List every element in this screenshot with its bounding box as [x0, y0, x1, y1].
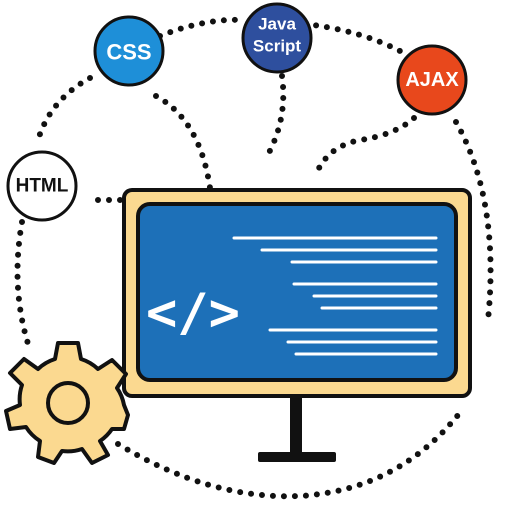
ring-top-left-arc	[35, 75, 93, 143]
ring-left-arc	[14, 219, 33, 353]
monitor-stand-base	[258, 452, 336, 462]
css-badge: CSS	[93, 15, 165, 87]
javascript-connector	[263, 73, 287, 161]
css-badge-circle	[93, 15, 165, 87]
css-connector	[153, 93, 213, 191]
javascript-badge-line1: Java	[258, 15, 296, 34]
html-badge-circle	[6, 150, 78, 222]
monitor: </>	[122, 188, 472, 462]
javascript-badge: Java Script	[241, 2, 313, 74]
css-badge-label: CSS	[106, 40, 151, 65]
javascript-badge-circle	[241, 2, 313, 74]
ring-top-arc	[157, 16, 248, 39]
gear-icon	[4, 341, 130, 465]
dotted-connectors	[14, 16, 494, 500]
ajax-badge-label: AJAX	[405, 69, 459, 91]
code-symbol: </>	[146, 283, 240, 343]
monitor-stand-neck	[290, 394, 302, 456]
ajax-connector	[315, 115, 417, 173]
ajax-badge: AJAX	[396, 44, 468, 116]
html-badge-label: HTML	[16, 176, 69, 197]
html-badge: HTML	[6, 150, 78, 222]
ajax-badge-circle	[396, 44, 468, 116]
gear-hole	[46, 381, 90, 425]
code-lines	[232, 236, 438, 356]
ring-top-right-arc	[302, 21, 405, 55]
ring-bottom-arc	[115, 407, 465, 500]
monitor-screen	[136, 202, 458, 382]
javascript-badge-line2: Script	[253, 37, 302, 56]
ring-right-arc	[453, 119, 494, 323]
gear-body	[4, 341, 130, 465]
